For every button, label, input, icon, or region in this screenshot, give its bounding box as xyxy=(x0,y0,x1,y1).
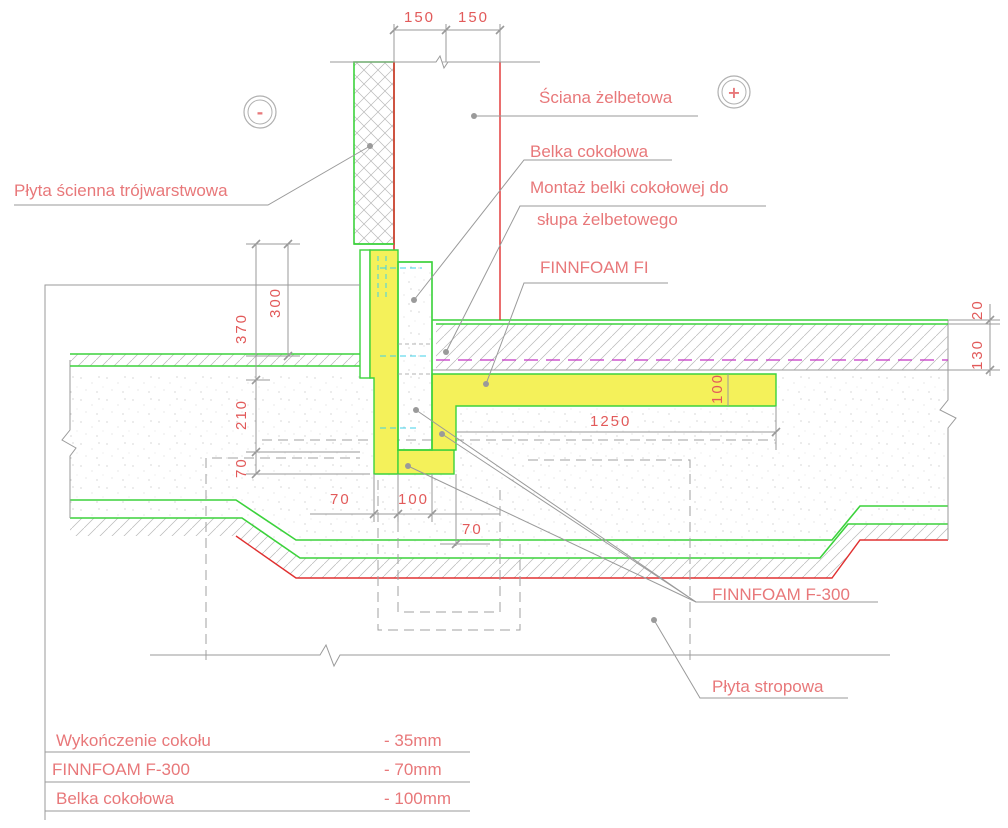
legend-table: Wykończenie cokołu - 35mm FINNFOAM F-300… xyxy=(45,731,470,812)
plus-sign: + xyxy=(727,83,740,102)
legend-name-2: Belka cokołowa xyxy=(56,789,175,808)
legend-value-2: - 100mm xyxy=(384,789,451,808)
label-plinth-beam: Belka cokołowa xyxy=(530,142,649,161)
leader-dots xyxy=(367,113,657,623)
legend-value-0: - 35mm xyxy=(384,731,442,750)
dim-130: 130 xyxy=(969,339,986,370)
label-finnfoam-fi: FINNFOAM FI xyxy=(540,258,649,277)
dim-100-bottom: 100 xyxy=(398,491,429,508)
plus-symbol: + xyxy=(717,75,751,109)
label-mounting-line2: słupa żelbetowego xyxy=(537,210,678,229)
dim-210: 210 xyxy=(233,399,250,430)
legend-value-1: - 70mm xyxy=(384,760,442,779)
dim-1250: 1250 xyxy=(590,413,631,430)
dim-70-right: 70 xyxy=(462,521,483,538)
dim-top-right: 150 xyxy=(458,9,489,26)
dimension-texts: 150 150 370 300 210 70 70 100 70 1250 10… xyxy=(233,9,986,538)
minus-symbol: - xyxy=(243,95,277,129)
leader-lines xyxy=(14,115,878,820)
legend-name-0: Wykończenie cokołu xyxy=(56,731,211,750)
sandwich-panel xyxy=(353,61,395,379)
dim-20: 20 xyxy=(969,299,986,320)
label-sandwich-panel: Płyta ścienna trójwarstwowa xyxy=(14,181,228,200)
dim-300: 300 xyxy=(267,287,284,318)
plinth-assembly xyxy=(369,249,777,475)
dim-370: 370 xyxy=(233,313,250,344)
legend-name-1: FINNFOAM F-300 xyxy=(52,760,190,779)
hidden-outlines xyxy=(205,439,775,660)
dim-70-left: 70 xyxy=(233,457,250,478)
dim-top-left: 150 xyxy=(404,9,435,26)
minus-sign: - xyxy=(257,103,264,122)
labels: Ściana żelbetowa Płyta ścienna trójwarst… xyxy=(14,88,850,696)
right-floor-topping xyxy=(432,319,948,371)
label-mounting-line1: Montaż belki cokołowej do xyxy=(530,178,728,197)
dim-100-beam: 100 xyxy=(709,373,726,404)
dim-70-bottom: 70 xyxy=(330,491,351,508)
label-finnfoam-f300: FINNFOAM F-300 xyxy=(712,585,850,604)
label-floor-slab: Płyta stropowa xyxy=(712,677,824,696)
label-wall: Ściana żelbetowa xyxy=(539,88,673,107)
column-break-line xyxy=(150,643,890,668)
left-floor-finish xyxy=(70,353,360,367)
floor-slab xyxy=(61,320,957,579)
dimension-lines xyxy=(246,24,1000,549)
